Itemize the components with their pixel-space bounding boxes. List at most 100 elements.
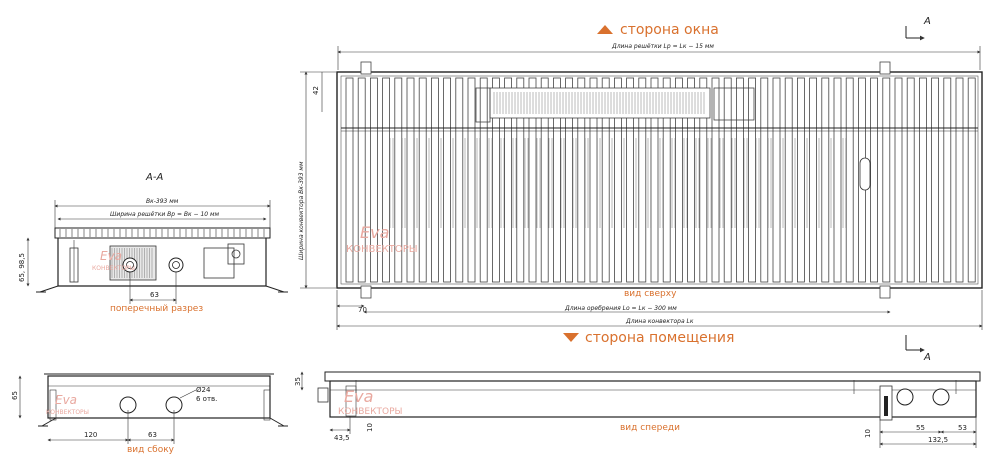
section-grille: [54, 227, 271, 239]
grille-bar: [845, 77, 854, 283]
cross-section-label: поперечный разрез: [110, 304, 203, 314]
mount-tab: [879, 285, 891, 299]
top-view: сторона окна Длина решётки Lр = Lк − 15 …: [298, 16, 983, 363]
dim-53: 53: [958, 424, 967, 432]
grille-bar: [638, 77, 647, 283]
dim-63-side: 63: [148, 431, 157, 439]
section-title: А-А: [145, 172, 163, 183]
dim-42: 42: [312, 86, 320, 95]
grille-bar: [833, 77, 842, 283]
dim-63-section: 63: [150, 291, 159, 299]
grille-bar: [821, 77, 830, 283]
grille-bar: [467, 77, 476, 283]
grille-bar: [455, 77, 464, 283]
valve-box: [713, 87, 755, 121]
grille-bar: [382, 77, 391, 283]
pipe-2: [168, 257, 184, 273]
handle-slot: [859, 157, 871, 191]
grille-bars: [345, 77, 976, 283]
front-view-label: вид спереди: [620, 423, 680, 433]
grille-bar: [870, 77, 878, 283]
grille-bar: [809, 77, 817, 283]
grille-bar: [894, 77, 903, 283]
grille-bar: [650, 77, 659, 283]
grille-bar: [626, 77, 634, 283]
grille-bar: [723, 77, 732, 283]
convector-width-label: Ширина конвектора Вк-393 мм: [298, 161, 305, 260]
grille-bar: [675, 77, 683, 283]
svg-text:КОНВЕКТОРЫ: КОНВЕКТОРЫ: [338, 407, 403, 417]
dim-132-5: 132,5: [928, 436, 948, 444]
dim-120: 120: [84, 431, 97, 439]
grille-bar: [760, 77, 769, 283]
grille-bar: [418, 77, 427, 283]
side-view: Eva КОНВЕКТОРЫ 65 120 63 Ø24 6 отв. вид …: [11, 373, 288, 455]
dim-10-b: 10: [864, 429, 872, 438]
room-side-label: сторона помещения: [585, 330, 734, 346]
grille-bar: [406, 77, 415, 283]
svg-text:КОНВЕКТОРЫ: КОНВЕКТОРЫ: [46, 409, 89, 416]
grille-bar: [772, 77, 781, 283]
dim-35: 35: [294, 377, 302, 386]
top-view-label: вид сверху: [624, 289, 677, 299]
core-length-label: Длина оребрения Lо = Lк − 300 мм: [564, 305, 677, 312]
dim-43-5: 43,5: [334, 434, 350, 442]
grille-length-label: Длина решётки Lр = Lк − 15 мм: [611, 43, 714, 50]
grille-bar: [955, 77, 964, 283]
watermark-sub: КОНВЕКТОРЫ: [346, 244, 418, 255]
grille-bar: [882, 77, 891, 283]
bk-width-label: Вк-393 мм: [146, 198, 179, 205]
grille-bar: [491, 77, 500, 283]
dim-65: 65: [11, 391, 19, 400]
grille-bar: [345, 77, 354, 283]
grille-bar: [614, 77, 622, 283]
dim-65-98: 65, 98,5: [18, 253, 26, 282]
front-view: Eva КОНВЕКТОРЫ 35 43,5 10 10 55 53 132,5…: [294, 371, 981, 448]
section-mark-top: А: [923, 16, 931, 27]
grille-bar: [699, 77, 708, 283]
window-side-arrow: [597, 25, 613, 34]
grille-bar: [797, 77, 805, 283]
side-body: [47, 375, 271, 419]
front-hole-1: [896, 388, 914, 406]
section-mark-bottom: А: [923, 352, 931, 363]
grille-bar: [430, 77, 439, 283]
grille-bar: [748, 77, 756, 283]
grille-bar: [601, 77, 610, 283]
front-body: [329, 380, 977, 418]
watermark-logo-3: Eva: [344, 387, 373, 406]
grille-bar: [736, 77, 744, 283]
watermark-logo-2: Eva: [100, 249, 122, 263]
grille-bar: [687, 77, 695, 283]
watermark-logo: Eva: [360, 223, 389, 242]
window-side-label: сторона окна: [620, 22, 719, 38]
mount-tab: [360, 61, 372, 75]
room-side-arrow: [563, 333, 579, 342]
grille-bar: [784, 77, 793, 283]
dim-55: 55: [916, 424, 925, 432]
grille-bar: [479, 77, 488, 283]
grille-bar: [577, 77, 586, 283]
grille-bar: [540, 77, 549, 283]
collector-block: [489, 87, 711, 119]
collector-fins: [493, 92, 705, 114]
grille-bar: [589, 77, 598, 283]
mount-tab: [879, 61, 891, 75]
grille-bar: [369, 77, 378, 283]
grille-bar: [662, 77, 671, 283]
grille-bar: [443, 77, 452, 283]
svg-text:Eva: Eva: [55, 393, 77, 407]
grille-bar: [516, 77, 525, 283]
dim-10-a: 10: [366, 423, 374, 432]
grille-bar: [919, 77, 927, 283]
mount-tab: [360, 285, 372, 299]
front-hole-2: [932, 388, 950, 406]
svg-text:КОНВЕКТОРЫ: КОНВЕКТОРЫ: [92, 265, 135, 272]
section-trough: [57, 238, 267, 287]
grille-bar: [553, 77, 561, 283]
grille-bar: [504, 77, 513, 283]
grille-bar: [943, 77, 952, 283]
grille-bar: [528, 77, 537, 283]
hole-diameter: Ø24: [196, 386, 211, 394]
